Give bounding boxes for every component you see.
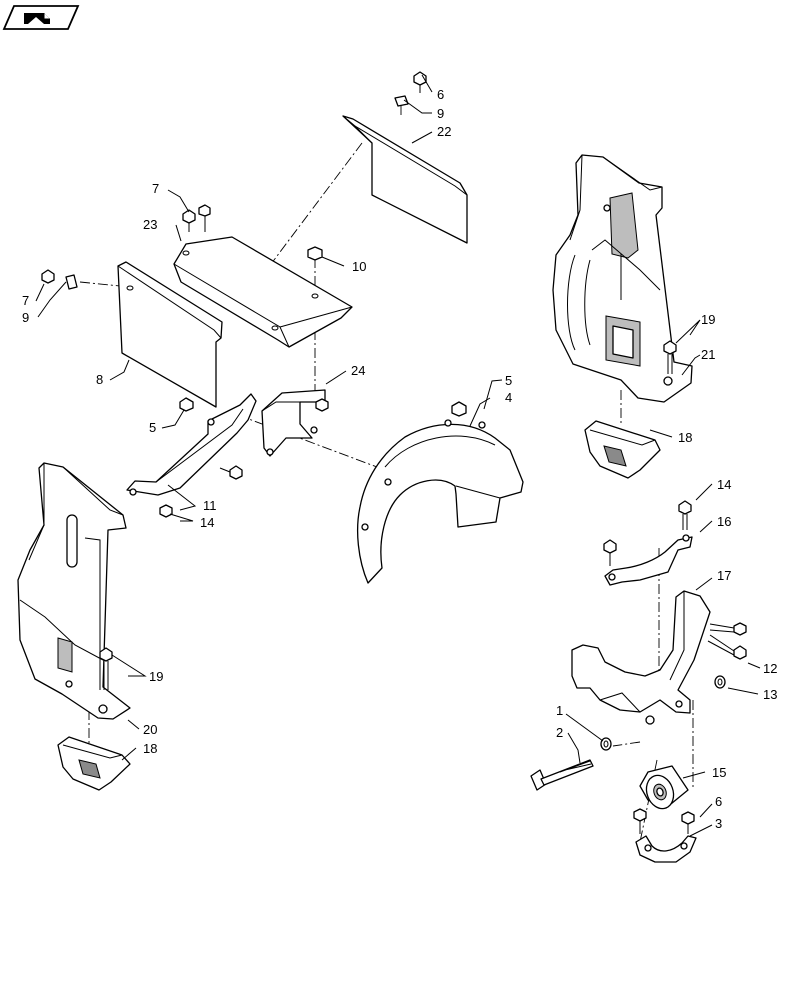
washer-9-top [394, 95, 409, 107]
callout-2: 2 [556, 725, 563, 740]
fasteners [41, 71, 747, 834]
callout-15: 15 [712, 765, 726, 780]
part-4-guard-cover [356, 419, 524, 584]
callout-19-right: 19 [701, 312, 715, 327]
part-16-strap [604, 534, 693, 586]
callout-1: 1 [556, 703, 563, 718]
bolt-11 [219, 465, 243, 480]
part-23-mounting-plate [173, 236, 353, 348]
part-20-left-bracket [17, 462, 131, 720]
callout-4: 4 [505, 390, 512, 405]
nut-10 [307, 246, 323, 261]
part-3-clamp [635, 835, 697, 863]
bolt-7-upper [182, 209, 196, 232]
callout-8: 8 [96, 372, 103, 387]
callout-10: 10 [352, 259, 366, 274]
bolt-12-b [707, 634, 747, 660]
callout-23: 23 [143, 217, 157, 232]
bolt-7-upper-b [198, 204, 211, 232]
callout-labels: 6 9 22 7 23 10 7 9 8 24 5 5 4 11 14 19 2… [22, 87, 777, 831]
part-24-bracket [261, 389, 326, 457]
callout-6-top: 6 [437, 87, 444, 102]
callout-5-left: 5 [149, 420, 156, 435]
callout-7-left: 7 [22, 293, 29, 308]
callout-19-left: 19 [149, 669, 163, 684]
bolt-14-left [159, 504, 173, 518]
bolt-3-left [633, 808, 647, 834]
callout-16: 16 [717, 514, 731, 529]
bolt-6-top [413, 71, 427, 93]
washer-1 [600, 737, 612, 751]
part-22-upper-shield [342, 115, 468, 244]
part-15-bushing [639, 765, 689, 810]
bolt-12-a [709, 622, 747, 636]
callout-7-upper: 7 [152, 181, 159, 196]
bolt-6-lower [681, 811, 695, 834]
bolt-7-left [41, 269, 55, 284]
callout-22: 22 [437, 124, 451, 139]
callout-3: 3 [715, 816, 722, 831]
clip-9-left [65, 274, 78, 290]
bolt-24 [315, 398, 329, 412]
callout-leaders [35, 74, 761, 837]
callout-18-lower: 18 [143, 741, 157, 756]
callout-12: 12 [763, 661, 777, 676]
bolt-5-left [179, 397, 194, 412]
callout-13: 13 [763, 687, 777, 702]
bolt-14-right [678, 500, 692, 530]
bolt-19-right [663, 340, 677, 374]
callout-21: 21 [701, 347, 715, 362]
callout-18-upper: 18 [678, 430, 692, 445]
bolt-5-right [451, 401, 467, 417]
callout-17: 17 [717, 568, 731, 583]
callout-24: 24 [351, 363, 365, 378]
part-11-brace [126, 393, 257, 496]
part-21-right-bracket [552, 154, 693, 403]
bolt-16-left [603, 539, 617, 566]
part-18-mount-block-upper [584, 420, 661, 479]
washer-13 [714, 675, 726, 689]
callout-9-top: 9 [437, 106, 444, 121]
page-turn-icon [24, 13, 50, 24]
part-8-side-panel [117, 261, 223, 408]
callout-14-left: 14 [200, 515, 214, 530]
bolt-2-long [530, 759, 594, 791]
callout-6-lower: 6 [715, 794, 722, 809]
callout-9-left: 9 [22, 310, 29, 325]
part-18-mount-block-lower [57, 736, 131, 791]
callout-20: 20 [143, 722, 157, 737]
bolt-19-left [99, 647, 113, 690]
callout-5-right: 5 [505, 373, 512, 388]
part-17-support-bracket [571, 590, 711, 725]
callout-14-right: 14 [717, 477, 731, 492]
logo-badge[interactable] [2, 5, 80, 30]
callout-11: 11 [203, 498, 217, 513]
